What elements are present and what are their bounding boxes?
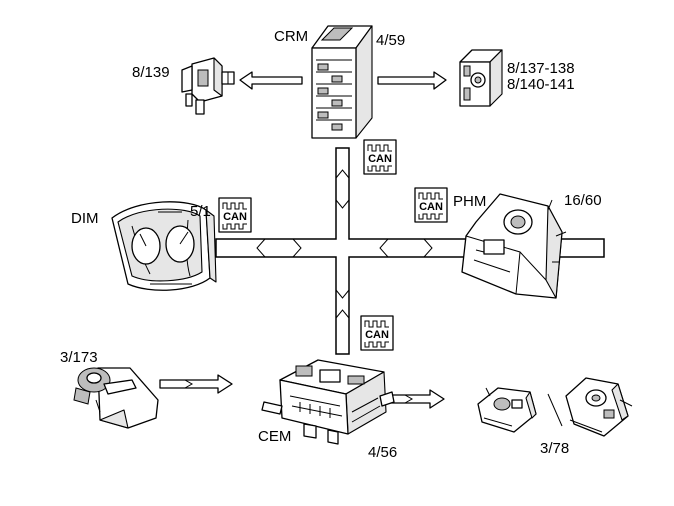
dim-code: 5/1: [190, 203, 211, 220]
phm-code: 16/60: [564, 192, 602, 209]
bus-arrow-right-1: [292, 238, 302, 258]
phm-label: PHM: [453, 193, 486, 210]
instrument-cluster-icon: [111, 201, 217, 291]
can-badge-cem: CAN: [360, 315, 394, 351]
arrow-key-to-cem: [159, 374, 233, 394]
dim-label: DIM: [71, 210, 99, 227]
side-sensor-icon: [459, 49, 503, 107]
can-badge-text: CAN: [419, 201, 443, 213]
phone-module-icon: [461, 193, 567, 299]
key-code: 3/173: [60, 349, 98, 366]
door-lock-icon-2: [565, 377, 633, 437]
right-sensor-code-1: 8/137-138: [507, 60, 575, 77]
cem-code: 4/56: [368, 444, 397, 461]
arrow-cem-to-lock: [385, 389, 445, 409]
can-badge-text: CAN: [223, 211, 247, 223]
arrow-cem-to-lock-mid: [404, 394, 414, 404]
key-reader-icon: [73, 367, 159, 429]
bus-arrow-left-2: [379, 238, 389, 258]
can-badge-text: CAN: [368, 153, 392, 165]
lock-divider: [547, 393, 563, 427]
bus-arrow-left-1: [256, 238, 266, 258]
right-sensor-code-2: 8/140-141: [507, 76, 575, 93]
crm-label: CRM: [274, 28, 308, 45]
bus-arrow-down-2: [335, 289, 350, 299]
can-badge-crm: CAN: [363, 139, 397, 175]
arrow-crm-to-right-sensor: [377, 71, 447, 90]
lock-code: 3/78: [540, 440, 569, 457]
crm-module-icon: [311, 25, 373, 139]
can-badge-phm: CAN: [414, 187, 448, 223]
cem-module-icon: [261, 359, 395, 445]
bus-arrow-right-2: [423, 238, 433, 258]
arrow-key-to-cem-mid: [184, 379, 194, 389]
can-bus: [215, 147, 605, 355]
can-badge-text: CAN: [365, 329, 389, 341]
crm-code: 4/59: [376, 32, 405, 49]
signal-arrows: [159, 71, 447, 409]
bus-arrow-up-1: [335, 169, 350, 179]
cem-label: CEM: [258, 428, 291, 445]
door-sensor-icon: [181, 57, 235, 115]
sensor-code: 8/139: [132, 64, 170, 81]
bus-arrow-up-2: [335, 309, 350, 319]
can-badge-dim: CAN: [218, 197, 252, 233]
arrow-crm-to-sensor: [239, 71, 303, 90]
can-bus-outline: [215, 147, 605, 355]
bus-arrow-down-1: [335, 199, 350, 209]
door-lock-icon-1: [477, 387, 537, 433]
